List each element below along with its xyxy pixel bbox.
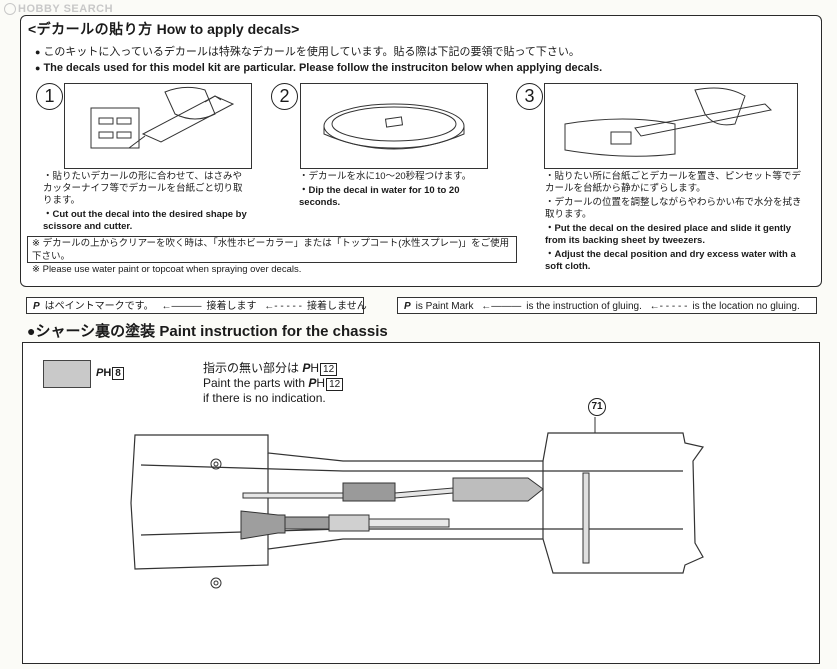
step-1-en: ・Cut out the decal into the desired shap… (43, 209, 247, 232)
spray-note-jp: ※ デカールの上からクリアーを吹く時は、「水性ホビーカラー」または「トップコート… (32, 238, 510, 262)
part-callout: 71 (588, 398, 606, 416)
no-glue-arrow-icon: ←- - - - - (649, 301, 688, 312)
paint-note-number: 12 (326, 378, 344, 391)
decal-note-jp: ●このキットに入っているデカールは特殊なデカールを使用しています。貼る際は下記の… (35, 46, 580, 58)
paint-mark-icon: P (308, 376, 317, 390)
paint-note-en1-text: Paint the parts with (203, 376, 306, 390)
section-title: ●シャーシ裏の塗装 Paint instruction for the chas… (27, 320, 388, 341)
step-2-number: 2 (271, 83, 298, 110)
watermark-text: HOBBY SEARCH (18, 3, 114, 15)
chassis-outline (130, 432, 705, 574)
legend-jp-paint: はペイントマークです。 (44, 301, 154, 312)
paint-note-number: 12 (320, 363, 338, 376)
tweezers-illustration-icon (564, 87, 773, 157)
legend-en-glue: is the instruction of gluing. (526, 301, 642, 312)
step-1-en-text: Cut out the decal into the desired shape… (43, 209, 247, 232)
paint-mark-icon: P (33, 301, 40, 312)
step-2-en: ・Dip the decal in water for 10 to 20 sec… (299, 185, 460, 208)
paint-mark-icon: P (404, 301, 411, 312)
spray-note-en: ※ Please use water paint or topcoat when… (32, 264, 302, 275)
step-2-illustration (300, 83, 488, 169)
spray-note-en-text: Please use water paint or topcoat when s… (42, 264, 302, 275)
step-1-number: 1 (36, 83, 63, 110)
step-2-jp-text: デカールを水に10～20秒程つけます。 (308, 171, 472, 182)
step-3-en: ・Put the decal on the desired place and … (545, 223, 792, 246)
part-number-71: 71 (588, 398, 606, 416)
paint-mark-icon: P (302, 361, 311, 375)
legend-en-no-glue: is the location no gluing. (692, 301, 800, 312)
watermark: HOBBY SEARCH (4, 3, 114, 16)
step-3-en2-text: Adjust the decal position and dry excess… (545, 249, 796, 272)
rear-axle (582, 472, 590, 564)
glue-arrow-icon: ←——— (481, 301, 522, 312)
section-title-jp: シャーシ裏の塗装 (35, 323, 156, 340)
step-3-en2: ・Adjust the decal position and dry exces… (545, 249, 796, 272)
legend-en-paint: is Paint Mark (415, 301, 474, 312)
step-3-illustration (544, 83, 798, 169)
exhaust-muffler (242, 477, 544, 502)
legend-jp-no-glue: 接着しません (307, 301, 367, 312)
step-3-jp-text: 貼りたい所に台紙ごとデカールを置き、ピンセット等でデカールを台紙から静かにずらし… (545, 171, 801, 194)
step-3-jp: ・貼りたい所に台紙ごとデカールを置き、ピンセット等でデカールを台紙から静かにずら… (545, 171, 801, 194)
decal-title: <デカールの貼り方 How to apply decals> (28, 19, 299, 39)
step-3-text: ・貼りたい所に台紙ごとデカールを置き、ピンセット等でデカールを台紙から静かにずら… (545, 171, 807, 275)
step-1-jp: ・貼りたいデカールの形に合わせて、はさみやカッターナイフ等でデカールを台紙ごと切… (43, 171, 243, 206)
spray-note-jp-text: デカールの上からクリアーを吹く時は、「水性ホビーカラー」または「トップコート(水… (32, 238, 510, 262)
glue-arrow-icon: ←——— (161, 301, 202, 312)
decal-title-en: How to apply decals> (156, 21, 300, 37)
step-1-illustration (64, 83, 252, 169)
bullet-icon: ● (27, 323, 36, 339)
paint-swatch (43, 360, 91, 388)
paint-note-en2: if there is no indication. (203, 391, 326, 405)
step-3-number: 3 (516, 83, 543, 110)
cutter-illustration-icon (90, 86, 235, 149)
spray-note-box: ※ デカールの上からクリアーを吹く時は、「水性ホビーカラー」または「トップコート… (27, 236, 517, 275)
step-3-jp2-text: デカールの位置を調整しながらやわらかい布で水分を拭き取ります。 (545, 197, 802, 220)
step-3-jp2: ・デカールの位置を調整しながらやわらかい布で水分を拭き取ります。 (545, 197, 802, 220)
swatch-code: H (103, 367, 112, 379)
mount-holes (210, 458, 222, 589)
step-3-en-text: Put the decal on the desired place and s… (545, 223, 792, 246)
no-glue-arrow-icon: ←- - - - - (264, 301, 302, 312)
decal-note-en: ●The decals used for this model kit are … (35, 62, 603, 74)
step-1-text: ・貼りたいデカールの形に合わせて、はさみやカッターナイフ等でデカールを台紙ごと切… (43, 171, 248, 235)
decal-instruction-box: <デカールの貼り方 How to apply decals> ●このキットに入っ… (20, 15, 822, 287)
decal-note-jp-text: このキットに入っているデカールは特殊なデカールを使用しています。貼る際は下記の要… (43, 46, 580, 58)
step-1-jp-text: 貼りたいデカールの形に合わせて、はさみやカッターナイフ等でデカールを台紙ごと切り… (43, 171, 243, 206)
step-2-jp: ・デカールを水に10～20秒程つけます。 (299, 171, 472, 182)
swatch-number: 8 (112, 367, 124, 380)
step-2-en-text: Dip the decal in water for 10 to 20 seco… (299, 185, 460, 208)
legend-jp: P はペイントマークです。 ←——— 接着します ←- - - - - 接着しません (26, 297, 367, 314)
legend-jp-glue: 接着します (206, 301, 257, 312)
section-title-en: Paint instruction for the chassis (159, 323, 388, 340)
paint-note-code: H (310, 361, 320, 375)
water-dish-illustration-icon (323, 103, 465, 150)
paint-note-code: H (316, 376, 326, 390)
paint-mark-icon: P (96, 367, 104, 379)
driveshaft (240, 510, 450, 540)
chassis-diagram (130, 417, 705, 589)
decal-title-jp: <デカールの貼り方 (28, 21, 153, 37)
paint-note-jp-text: 指示の無い部分は (203, 361, 300, 375)
step-2-text: ・デカールを水に10～20秒程つけます。 ・Dip the decal in w… (299, 171, 489, 211)
decal-note-en-text: The decals used for this model kit are p… (43, 62, 603, 74)
watermark-logo-icon (4, 3, 16, 16)
